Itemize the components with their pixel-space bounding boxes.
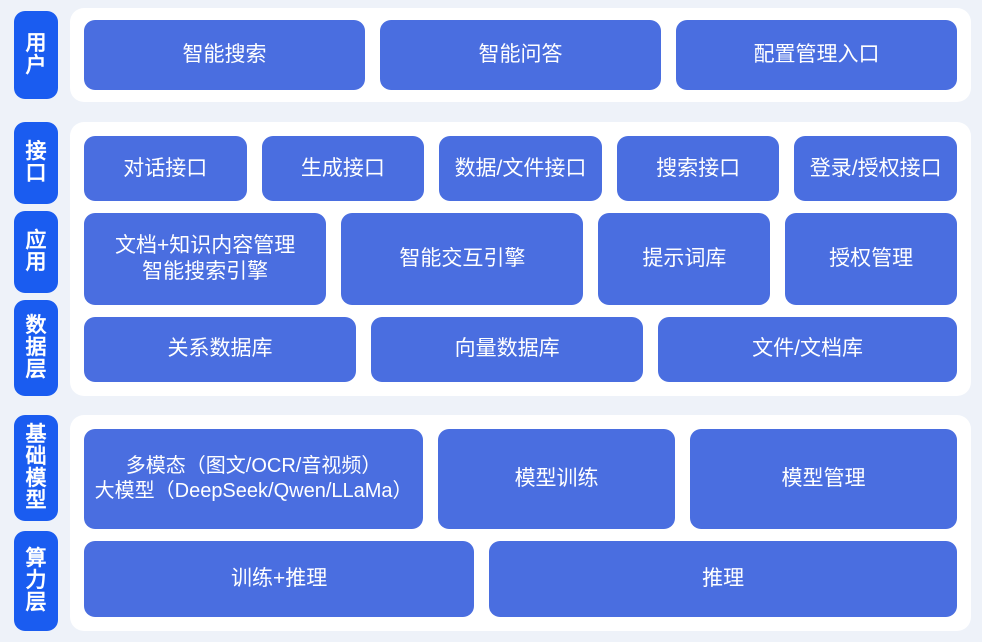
layer-tab-interface-label: 接口 — [25, 139, 47, 185]
layer-tab-user-label: 用户 — [25, 31, 47, 77]
node-relational-database[interactable]: 关系数据库 — [84, 316, 357, 383]
layer-group-infrastructure: 基础模型 算力层 多模态（图文/OCR/音视频） 大模型（DeepSeek/Qw… — [14, 415, 971, 631]
node-smart-qa[interactable]: 智能问答 — [380, 20, 661, 90]
layer-tab-user[interactable]: 用户 — [14, 11, 58, 99]
node-model-management[interactable]: 模型管理 — [689, 429, 957, 529]
node-smart-interaction-engine[interactable]: 智能交互引擎 — [341, 213, 584, 305]
layer-row-user-0: 智能搜索 智能问答 配置管理入口 — [84, 20, 957, 90]
node-prompt-library[interactable]: 提示词库 — [598, 213, 771, 305]
layer-row-interface: 对话接口 生成接口 数据/文件接口 搜索接口 登录/授权接口 — [84, 136, 957, 202]
node-generation-api[interactable]: 生成接口 — [261, 136, 425, 202]
node-authorization-management[interactable]: 授权管理 — [785, 213, 957, 305]
node-multimodal-large-model[interactable]: 多模态（图文/OCR/音视频） 大模型（DeepSeek/Qwen/LLaMa） — [84, 429, 424, 529]
layer-tab-interface[interactable]: 接口 — [14, 122, 58, 204]
layer-row-foundation-model: 多模态（图文/OCR/音视频） 大模型（DeepSeek/Qwen/LLaMa）… — [84, 429, 957, 529]
layer-group-user: 用户 智能搜索 智能问答 配置管理入口 — [14, 8, 971, 102]
layer-row-data: 关系数据库 向量数据库 文件/文档库 — [84, 316, 957, 383]
layer-panel-core: 对话接口 生成接口 数据/文件接口 搜索接口 登录/授权接口 文档+知识内容管理… — [70, 122, 971, 396]
layer-tab-application[interactable]: 应用 — [14, 211, 58, 293]
node-vector-database[interactable]: 向量数据库 — [371, 316, 644, 383]
layer-tab-column-user: 用户 — [14, 8, 58, 102]
layer-tab-application-label: 应用 — [25, 228, 47, 274]
node-search-api[interactable]: 搜索接口 — [616, 136, 780, 202]
layer-tab-compute[interactable]: 算力层 — [14, 531, 58, 631]
node-file-document-store[interactable]: 文件/文档库 — [658, 316, 957, 383]
node-doc-knowledge-management[interactable]: 文档+知识内容管理 智能搜索引擎 — [84, 213, 327, 305]
layer-tab-foundation-model-label: 基础模型 — [25, 422, 47, 513]
layer-panel-infrastructure: 多模态（图文/OCR/音视频） 大模型（DeepSeek/Qwen/LLaMa）… — [70, 415, 971, 631]
layer-row-compute: 训练+推理 推理 — [84, 540, 957, 617]
node-model-training[interactable]: 模型训练 — [438, 429, 675, 529]
layer-tab-data[interactable]: 数据层 — [14, 300, 58, 396]
layer-tab-column-core: 接口 应用 数据层 — [14, 122, 58, 396]
node-training-plus-inference[interactable]: 训练+推理 — [84, 540, 475, 617]
node-data-file-api[interactable]: 数据/文件接口 — [439, 136, 602, 202]
node-smart-search[interactable]: 智能搜索 — [84, 20, 365, 90]
layer-tab-data-label: 数据层 — [25, 313, 47, 382]
layer-group-core: 接口 应用 数据层 对话接口 生成接口 数据/文件接口 搜索接口 登录/授权接口… — [14, 122, 971, 396]
layer-tab-compute-label: 算力层 — [25, 546, 47, 615]
layer-panel-user: 智能搜索 智能问答 配置管理入口 — [70, 8, 971, 102]
layer-tab-foundation-model[interactable]: 基础模型 — [14, 415, 58, 521]
node-config-management-entry[interactable]: 配置管理入口 — [676, 20, 957, 90]
layer-tab-column-infrastructure: 基础模型 算力层 — [14, 415, 58, 631]
node-dialog-api[interactable]: 对话接口 — [84, 136, 247, 202]
layer-row-application: 文档+知识内容管理 智能搜索引擎 智能交互引擎 提示词库 授权管理 — [84, 213, 957, 305]
node-login-auth-api[interactable]: 登录/授权接口 — [794, 136, 957, 202]
node-inference[interactable]: 推理 — [489, 540, 957, 617]
